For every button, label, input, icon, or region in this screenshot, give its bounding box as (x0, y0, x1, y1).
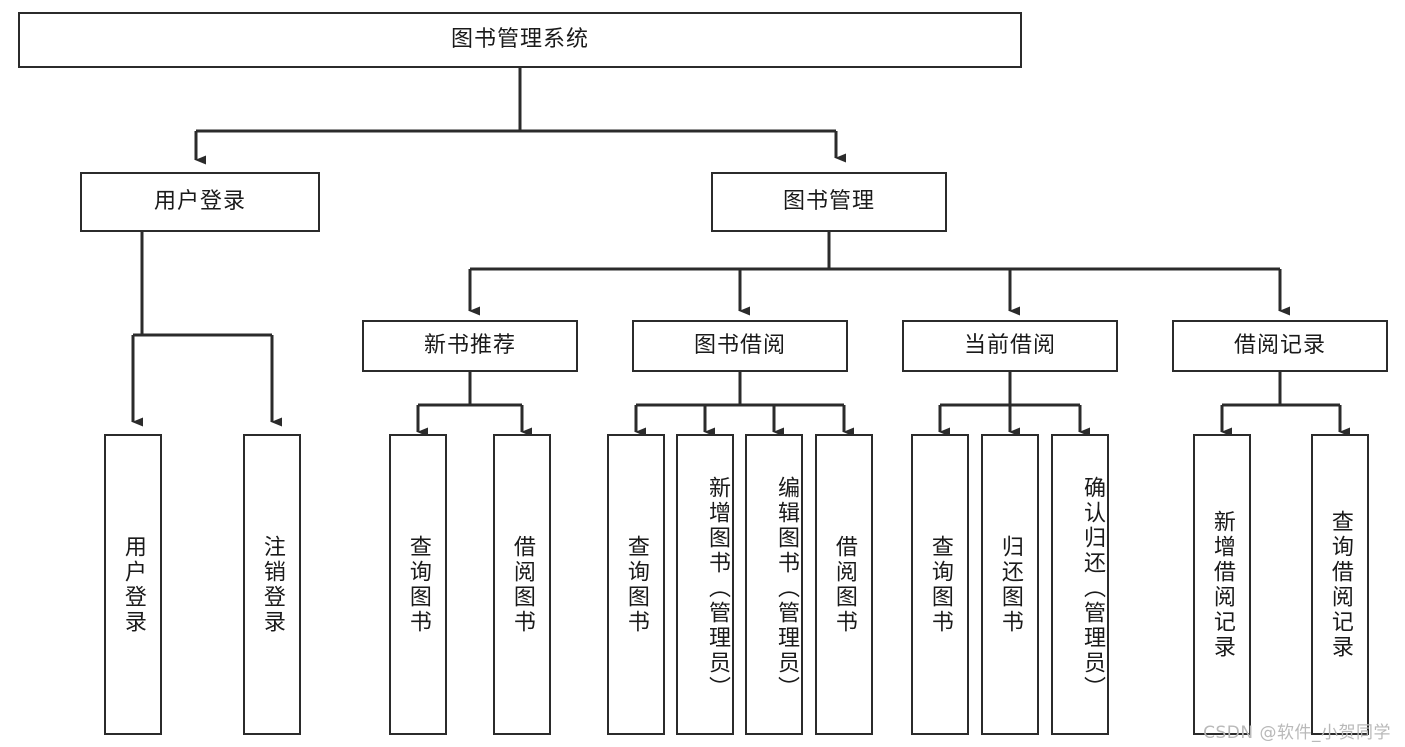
node-label: 用户登录 (120, 534, 146, 635)
node-label: 图书管理 (782, 188, 875, 214)
node-label: 归还图书 (997, 534, 1023, 635)
node-label: 图书管理系统 (450, 26, 589, 52)
node-label: 用户登录 (153, 188, 246, 214)
leaf-record-query-record[interactable]: 查询借阅记录 (1311, 434, 1369, 735)
leaf-current-return-book[interactable]: 归还图书 (981, 434, 1039, 735)
leaf-user-logout[interactable]: 注销登录 (243, 434, 301, 735)
leaf-borrow-edit-book-admin[interactable]: 编辑图书（管理员） (745, 434, 803, 735)
node-book-management[interactable]: 图书管理 (711, 172, 947, 232)
leaf-borrow-add-book-admin[interactable]: 新增图书（管理员） (676, 434, 734, 735)
node-book-borrow[interactable]: 图书借阅 (632, 320, 848, 372)
leaf-borrow-query-book[interactable]: 查询图书 (607, 434, 665, 735)
node-label: 新增借阅记录 (1209, 509, 1235, 660)
node-label: 查询图书 (623, 534, 649, 635)
node-label: 借阅记录 (1233, 332, 1326, 358)
node-new-book-recommend[interactable]: 新书推荐 (362, 320, 578, 372)
leaf-borrow-lend-book[interactable]: 借阅图书 (815, 434, 873, 735)
leaf-current-query-book[interactable]: 查询图书 (911, 434, 969, 735)
node-current-borrow[interactable]: 当前借阅 (902, 320, 1118, 372)
node-user-login[interactable]: 用户登录 (80, 172, 320, 232)
leaf-current-confirm-return-admin[interactable]: 确认归还（管理员） (1051, 434, 1109, 735)
leaf-newbook-query-book[interactable]: 查询图书 (389, 434, 447, 735)
node-borrow-record[interactable]: 借阅记录 (1172, 320, 1388, 372)
node-label: 查询借阅记录 (1327, 509, 1353, 660)
node-label: 图书借阅 (693, 332, 786, 358)
node-label: 借阅图书 (831, 534, 857, 635)
leaf-user-login[interactable]: 用户登录 (104, 434, 162, 735)
leaf-newbook-borrow-book[interactable]: 借阅图书 (493, 434, 551, 735)
node-label: 新增图书（管理员） (705, 476, 730, 701)
node-root-book-management-system[interactable]: 图书管理系统 (18, 12, 1022, 68)
node-label: 借阅图书 (509, 534, 535, 635)
node-label: 当前借阅 (963, 332, 1056, 358)
node-label: 注销登录 (259, 534, 285, 635)
node-label: 查询图书 (927, 534, 953, 635)
node-label: 确认归还（管理员） (1080, 476, 1105, 701)
node-label: 编辑图书（管理员） (774, 476, 799, 701)
leaf-record-add-record[interactable]: 新增借阅记录 (1193, 434, 1251, 735)
node-label: 查询图书 (405, 534, 431, 635)
watermark-text: CSDN @软件_小贺同学 (1203, 723, 1391, 743)
node-label: 新书推荐 (423, 332, 516, 358)
